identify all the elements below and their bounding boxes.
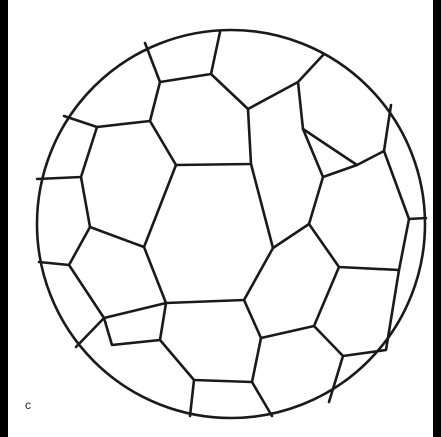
cell-boundary-lower-right-b xyxy=(314,270,399,356)
cell-boundary-bottom-b xyxy=(104,318,160,345)
cell-boundary-left-g xyxy=(76,318,104,347)
cell-boundary-upper-left-b xyxy=(150,109,251,165)
cell-boundary-left-f xyxy=(69,265,166,318)
cell-boundary-top-left xyxy=(145,32,220,82)
cell-boundary-lower-right-c xyxy=(329,356,343,402)
cell-boundary-left-e xyxy=(39,227,90,265)
cell-boundary-right-c xyxy=(384,151,426,219)
cell-boundary-right-d xyxy=(309,219,409,270)
outer-circle xyxy=(37,30,425,418)
cell-boundary-center-lower xyxy=(144,247,273,303)
cell-boundary-lower-right-a xyxy=(244,267,339,338)
cell-boundary-right-b xyxy=(303,129,357,177)
cell-boundary-bottom-d xyxy=(252,382,272,416)
figure-panel: c xyxy=(8,0,433,437)
cell-boundary-bottom-a xyxy=(160,303,261,382)
cell-mosaic-diagram xyxy=(8,0,433,437)
cell-boundary-left-d xyxy=(81,165,176,247)
cell-boundary-right-a xyxy=(251,164,323,248)
cell-boundary-top-center xyxy=(211,54,324,109)
cell-boundary-bottom-c xyxy=(190,380,194,416)
cell-boundary-upper-left-c xyxy=(37,127,97,179)
panel-label: c xyxy=(25,398,31,412)
